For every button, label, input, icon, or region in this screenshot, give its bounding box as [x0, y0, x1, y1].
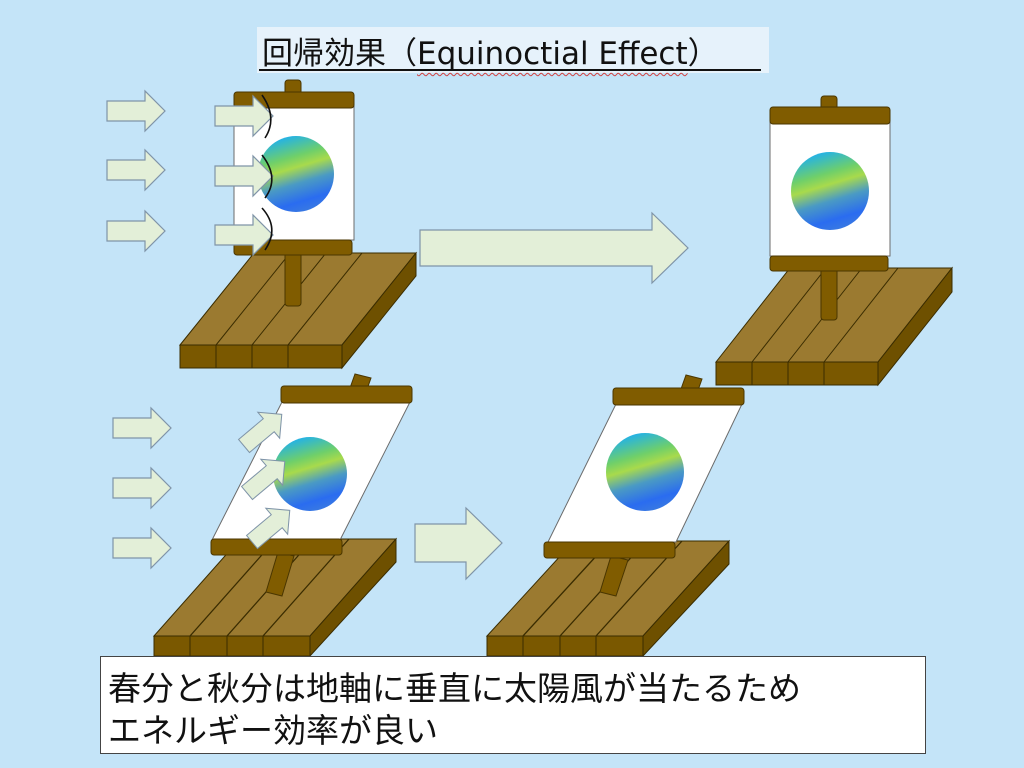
deflection-curves	[261, 94, 273, 251]
wind-arrow-icon	[106, 210, 166, 252]
globe-icon	[606, 433, 684, 511]
wind-arrow-icon	[106, 149, 166, 191]
title-underline	[259, 69, 761, 71]
wind-arrow-icon	[112, 407, 172, 449]
easel-post	[284, 251, 302, 307]
transition-arrow-top	[419, 211, 689, 285]
panel-upright-result	[714, 95, 954, 387]
wind-arrow-icon	[112, 467, 172, 509]
title-jp: 回帰効果（	[262, 36, 417, 72]
title-en: Equinoctial Effect	[417, 36, 688, 72]
globe-icon	[273, 437, 347, 511]
globe-icon	[791, 152, 869, 230]
easel-top-bar	[233, 91, 355, 109]
easel-top-bar	[280, 385, 413, 404]
page-title: 回帰効果（Equinoctial Effect）	[262, 28, 719, 73]
panel-tilted-result	[485, 374, 745, 658]
wooden-platform	[714, 266, 954, 387]
caption-line-1: 春分と秋分は地軸に垂直に太陽風が当たるため	[108, 669, 801, 708]
wind-arrows-impact	[214, 95, 274, 256]
easel-top-bar	[612, 387, 745, 406]
easel-bottom-bar	[769, 255, 889, 272]
wind-arrow-icon	[112, 527, 172, 569]
caption-line-2: エネルギー効率が良い	[108, 711, 438, 750]
easel-bottom-bar	[543, 541, 676, 559]
wind-arrow-icon	[106, 90, 166, 132]
transition-arrow-bottom	[414, 506, 503, 581]
globe-icon	[258, 136, 334, 212]
title-box	[257, 27, 769, 73]
wind-arrows-incoming	[106, 90, 166, 252]
wind-arrows-incoming	[112, 407, 172, 569]
panel-upright-hit	[106, 79, 418, 370]
easel-post	[599, 555, 629, 597]
easel-post	[820, 267, 838, 321]
title-close: ）	[687, 36, 719, 72]
wooden-platform	[152, 537, 398, 658]
easel-top-bar	[769, 106, 891, 125]
panel-tilted-hit	[112, 373, 413, 658]
easel-bottom-bar	[210, 538, 343, 556]
caption-box	[100, 656, 926, 754]
